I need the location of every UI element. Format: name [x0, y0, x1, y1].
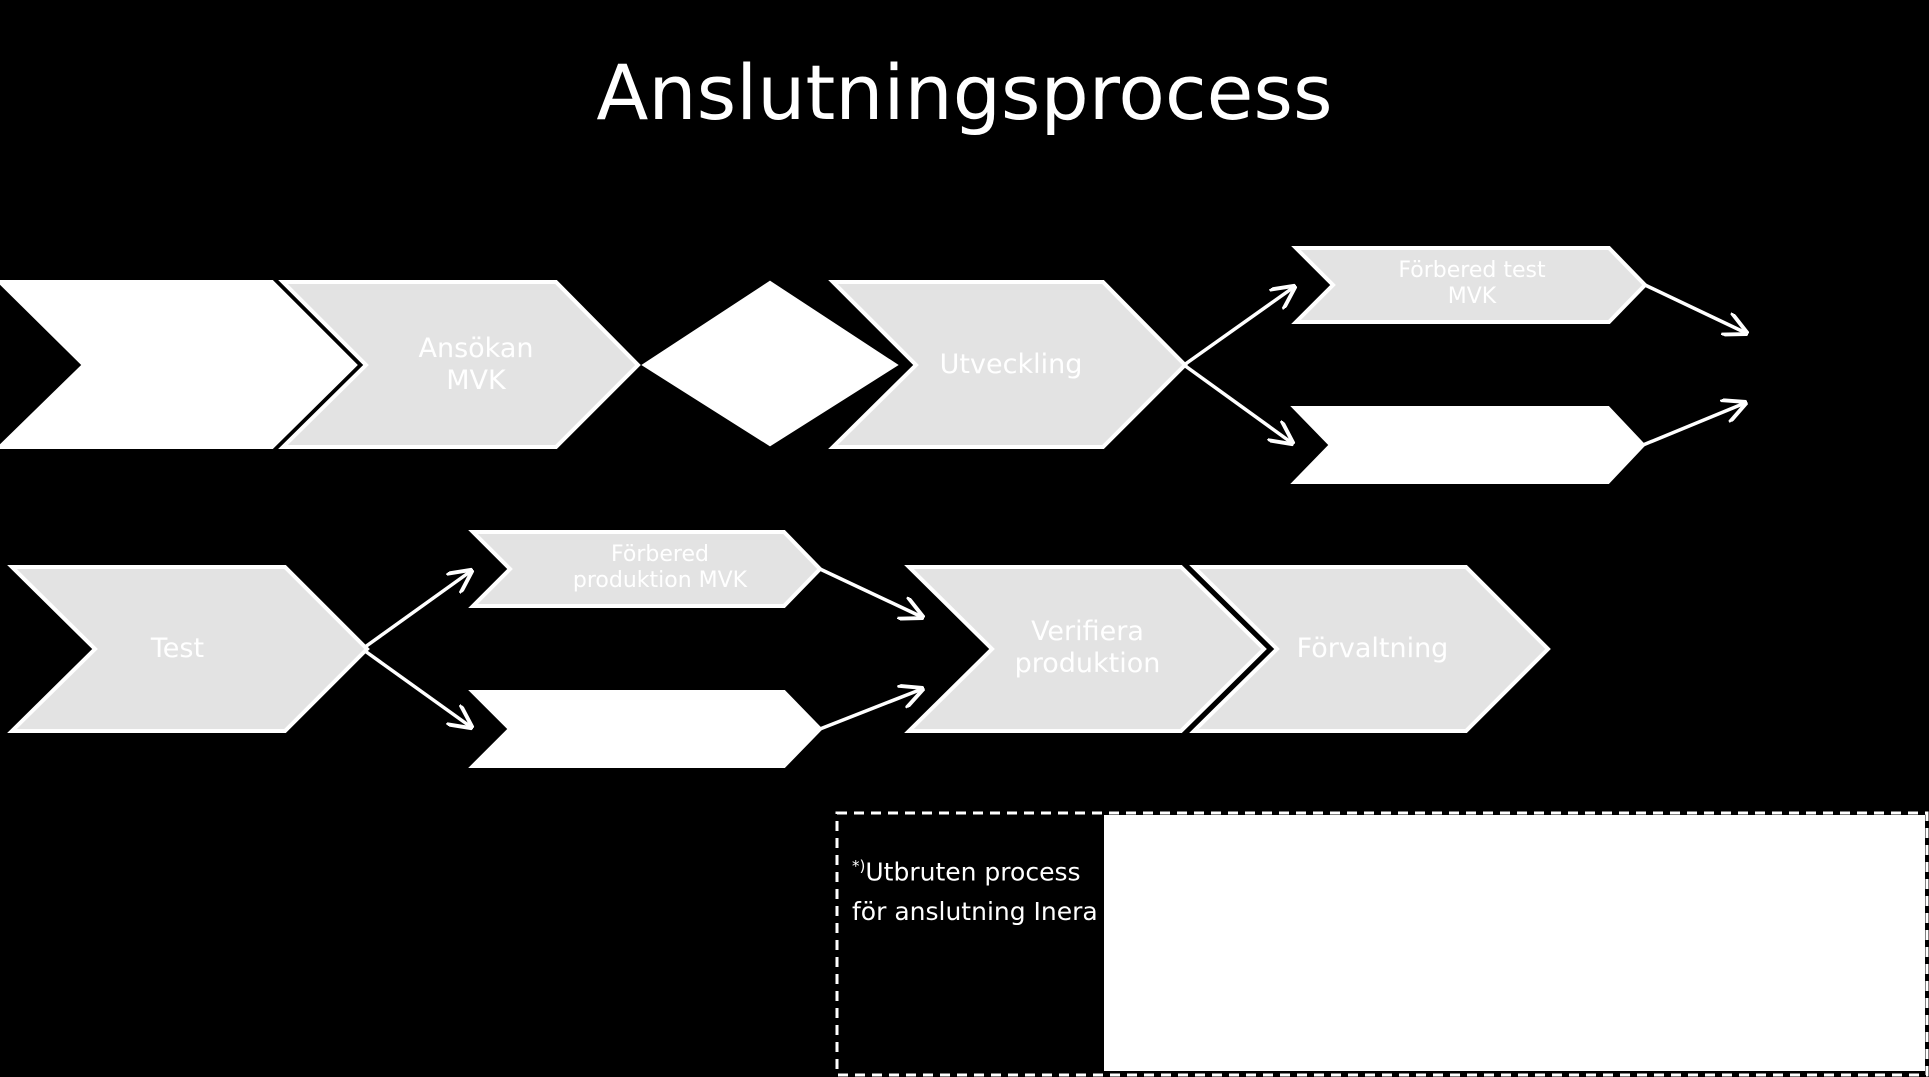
chevron-start-blank	[0, 280, 358, 449]
page-title: Anslutningsprocess	[596, 48, 1333, 137]
chevron-parallel-blank-top	[1290, 406, 1646, 484]
step-label-forbered-produktion-mvk: Förbered produktion MVK	[515, 534, 805, 602]
ansokan-label-line1: Ansökan	[418, 332, 534, 364]
diamond-decision	[641, 280, 899, 447]
step-label-utveckling: Utveckling	[896, 342, 1126, 388]
step-label-forvaltning: Förvaltning	[1265, 626, 1480, 672]
forbered-test-label-line2: MVK	[1447, 284, 1497, 309]
connector-test-to-forbered-produktion	[363, 571, 471, 649]
connector-test-to-blank-bottom	[363, 649, 471, 727]
connector-forbered-test-out	[1644, 283, 1746, 333]
connector-forbered-produktion-to-verifiera	[819, 567, 922, 617]
test-label: Test	[150, 632, 205, 664]
connector-blank-top-out	[1642, 403, 1745, 447]
footnote-line1-text: Utbruten process	[865, 857, 1081, 887]
verifiera-label-line2: produktion	[1014, 648, 1161, 679]
forvaltning-label: Förvaltning	[1296, 632, 1449, 664]
forbered-test-label-line1: Förbered test	[1398, 257, 1546, 283]
forbered-produktion-label-line2: produktion MVK	[572, 568, 748, 593]
chevron-ansokan	[278, 280, 641, 449]
chevron-forbered-produktion-mvk	[468, 530, 823, 608]
connector-utveckling-to-forbered-test	[1182, 287, 1294, 367]
step-label-test: Test	[95, 626, 260, 672]
footnote-marker: *)	[852, 857, 866, 875]
chevron-forvaltning	[1189, 565, 1551, 733]
note-box-blank-panel	[1104, 815, 1925, 1071]
chevron-utveckling	[828, 280, 1188, 449]
chevron-verifiera-produktion	[904, 565, 1267, 733]
ansokan-label-line2: MVK	[446, 365, 506, 396]
utveckling-label: Utveckling	[939, 348, 1083, 380]
verifiera-label-line1: Verifiera	[1031, 615, 1144, 647]
footnote-line1: *)Utbruten process	[852, 846, 1107, 892]
chevron-parallel-blank-bottom	[468, 690, 823, 768]
connector-utveckling-to-blank-top	[1182, 363, 1292, 443]
step-label-verifiera-produktion: Verifiera produktion	[980, 605, 1195, 691]
chevron-test	[7, 565, 370, 733]
chevron-forbered-test-mvk	[1291, 246, 1648, 324]
connector-blank-bottom-to-verifiera	[819, 689, 922, 731]
note-box-dashed	[835, 811, 1929, 1077]
footnote-text: *)Utbruten process för anslutning Inera	[852, 846, 1107, 932]
footnote-line2: för anslutning Inera	[852, 897, 1098, 927]
step-label-ansokan: Ansökan MVK	[366, 322, 586, 408]
step-label-forbered-test-mvk: Förbered test MVK	[1352, 250, 1592, 318]
forbered-produktion-label-line1: Förbered	[611, 541, 709, 567]
